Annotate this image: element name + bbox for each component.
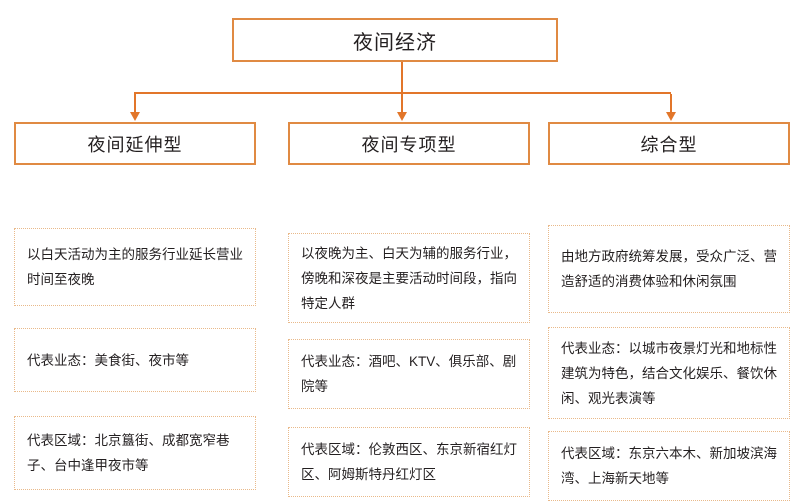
- root-node-night-economy: 夜间经济: [232, 18, 558, 62]
- column-2-cell-regions: 代表区域：伦敦西区、东京新宿红灯区、阿姆斯特丹红灯区: [288, 427, 530, 497]
- column-night-specialized: 夜间专项型 以夜晚为主、白天为辅的服务行业，傍晚和深夜是主要活动时间段，指向特定…: [288, 122, 530, 497]
- column-3-cell-formats-text: 代表业态：以城市夜景灯光和地标性建筑为特色，结合文化娱乐、餐饮休闲、观光表演等: [561, 340, 777, 406]
- column-1-cell-definition-text: 以白天活动为主的服务行业延长营业时间至夜晚: [27, 247, 243, 287]
- column-header-3: 综合型: [548, 122, 790, 165]
- column-header-label-3: 综合型: [640, 134, 698, 155]
- root-node-label: 夜间经济: [353, 31, 437, 54]
- column-1-cell-regions-text: 代表区域：北京簋街、成都宽窄巷子、台中逢甲夜市等: [27, 433, 230, 473]
- arrowhead-icon-3: [666, 112, 676, 121]
- column-header-label-2: 夜间专项型: [361, 134, 457, 155]
- column-header-1: 夜间延伸型: [14, 122, 256, 165]
- column-3-cell-regions: 代表区域：东京六本木、新加坡滨海湾、上海新天地等: [548, 431, 790, 501]
- column-2-cell-formats-text: 代表业态：酒吧、KTV、俱乐部、剧院等: [301, 354, 517, 394]
- connector-drop-3: [670, 94, 672, 114]
- column-2-cell-regions-text: 代表区域：伦敦西区、东京新宿红灯区、阿姆斯特丹红灯区: [301, 442, 517, 482]
- column-1-cell-formats-text: 代表业态：美食街、夜市等: [27, 352, 189, 368]
- column-1-cell-definition: 以白天活动为主的服务行业延长营业时间至夜晚: [14, 228, 256, 306]
- column-3-cell-regions-text: 代表区域：东京六本木、新加坡滨海湾、上海新天地等: [561, 446, 777, 486]
- column-3-cell-definition: 由地方政府统筹发展，受众广泛、营造舒适的消费体验和休闲氛围: [548, 225, 790, 313]
- column-1-cell-formats: 代表业态：美食街、夜市等: [14, 328, 256, 392]
- connector-stem: [401, 62, 403, 92]
- arrowhead-icon-1: [130, 112, 140, 121]
- column-comprehensive: 综合型 由地方政府统筹发展，受众广泛、营造舒适的消费体验和休闲氛围 代表业态：以…: [548, 122, 790, 501]
- column-1-cell-regions: 代表区域：北京簋街、成都宽窄巷子、台中逢甲夜市等: [14, 416, 256, 490]
- column-2-cell-formats: 代表业态：酒吧、KTV、俱乐部、剧院等: [288, 339, 530, 409]
- connector-horizontal-bar: [134, 92, 671, 94]
- arrowhead-icon-2: [397, 112, 407, 121]
- column-header-label-1: 夜间延伸型: [87, 134, 183, 155]
- column-night-extension: 夜间延伸型 以白天活动为主的服务行业延长营业时间至夜晚 代表业态：美食街、夜市等…: [14, 122, 256, 490]
- column-3-cell-formats: 代表业态：以城市夜景灯光和地标性建筑为特色，结合文化娱乐、餐饮休闲、观光表演等: [548, 327, 790, 419]
- column-header-2: 夜间专项型: [288, 122, 530, 165]
- column-3-cell-definition-text: 由地方政府统筹发展，受众广泛、营造舒适的消费体验和休闲氛围: [561, 249, 777, 289]
- column-2-cell-definition: 以夜晚为主、白天为辅的服务行业，傍晚和深夜是主要活动时间段，指向特定人群: [288, 233, 530, 323]
- column-2-cell-definition-text: 以夜晚为主、白天为辅的服务行业，傍晚和深夜是主要活动时间段，指向特定人群: [301, 245, 517, 311]
- connector-drop-2: [401, 94, 403, 114]
- connector-drop-1: [134, 94, 136, 114]
